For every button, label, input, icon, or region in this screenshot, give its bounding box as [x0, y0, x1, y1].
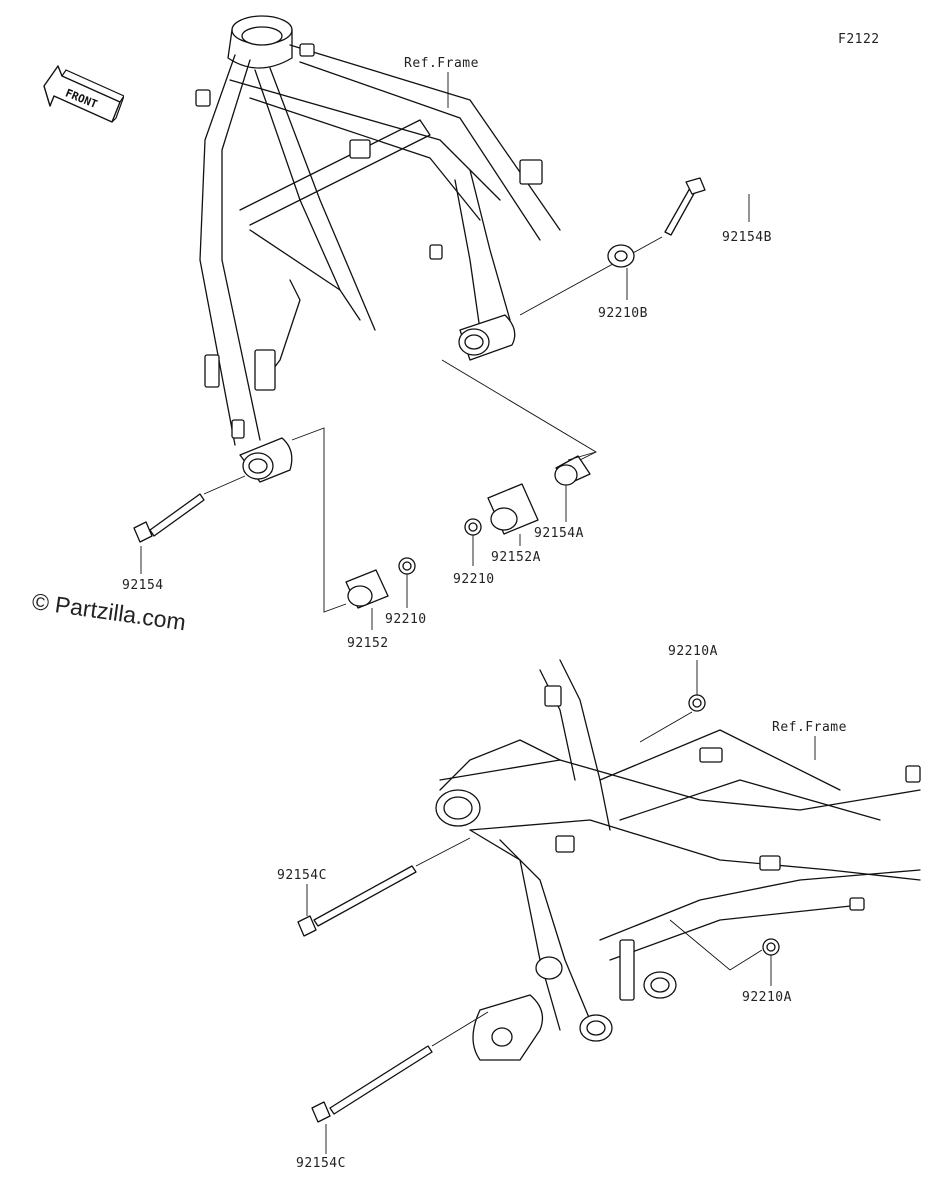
bolt-92154C-lower — [329, 1045, 433, 1115]
part-label-92154A[interactable]: 92154A — [534, 526, 584, 541]
label-leaders — [140, 72, 816, 1154]
bolt-92154B — [664, 187, 697, 236]
upper-hardware — [133, 177, 706, 613]
upper-frame — [195, 15, 561, 483]
part-label-92152A[interactable]: 92152A — [491, 550, 541, 565]
front-arrow-icon: FRONT — [43, 65, 124, 123]
lower-hardware — [297, 694, 780, 1123]
ref-frame-label-upper: Ref.Frame — [404, 56, 479, 71]
ref-frame-label-lower: Ref.Frame — [772, 720, 847, 735]
bolt-92154C-upper — [313, 865, 417, 927]
part-label-92210A-right[interactable]: 92210A — [742, 990, 792, 1005]
part-label-92210B[interactable]: 92210B — [598, 306, 648, 321]
part-label-92210-left[interactable]: 92210 — [385, 612, 427, 627]
part-label-92152[interactable]: 92152 — [347, 636, 389, 651]
part-label-92154[interactable]: 92154 — [122, 578, 164, 593]
part-label-92154C-lower[interactable]: 92154C — [296, 1156, 346, 1171]
bolt-92154 — [149, 493, 205, 537]
part-label-92154C-upper[interactable]: 92154C — [277, 868, 327, 883]
part-label-92210A-top[interactable]: 92210A — [668, 644, 718, 659]
diagram-code: F2122 — [838, 32, 880, 47]
part-label-92210-center[interactable]: 92210 — [453, 572, 495, 587]
lower-frame — [435, 659, 921, 1061]
part-label-92154B[interactable]: 92154B — [722, 230, 772, 245]
